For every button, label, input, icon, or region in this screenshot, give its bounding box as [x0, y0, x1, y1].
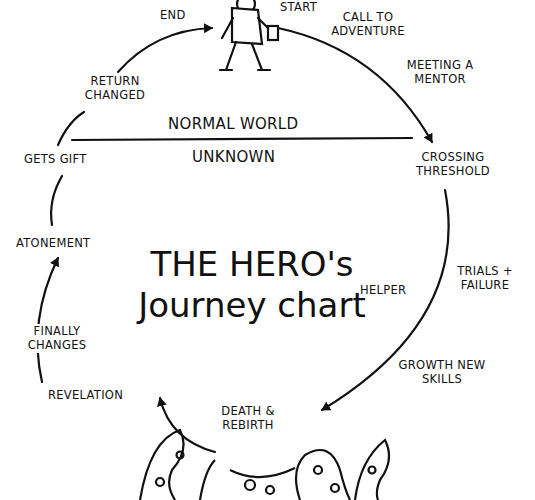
stage-label: START — [280, 0, 317, 14]
stage-label: HELPER — [360, 283, 406, 297]
stage-label: FINALLY CHANGES — [16, 324, 98, 353]
tentacles — [140, 430, 389, 500]
region-label: NORMAL WORLD — [168, 115, 298, 134]
stage-label: MEETING A MENTOR — [398, 58, 482, 87]
stage-label: END — [160, 8, 186, 22]
stage-label: REVELATION — [48, 388, 123, 402]
stage-label: CALL TO ADVENTURE — [322, 10, 414, 39]
stage-label: DEATH & REBIRTH — [212, 404, 284, 433]
stage-label: RETURN CHANGED — [74, 74, 156, 103]
stage-label: GETS GIFT — [24, 152, 87, 166]
hero-figure — [220, 0, 278, 70]
stage-label: CROSSING THRESHOLD — [408, 150, 498, 179]
stage-label: TRIALS + FAILURE — [452, 264, 518, 293]
chart-title: THE HERO's Journey chart — [137, 244, 367, 326]
stage-label: GROWTH NEW SKILLS — [398, 358, 486, 387]
stage-label: ATONEMENT — [16, 236, 90, 250]
region-label: UNKNOWN — [192, 148, 275, 167]
